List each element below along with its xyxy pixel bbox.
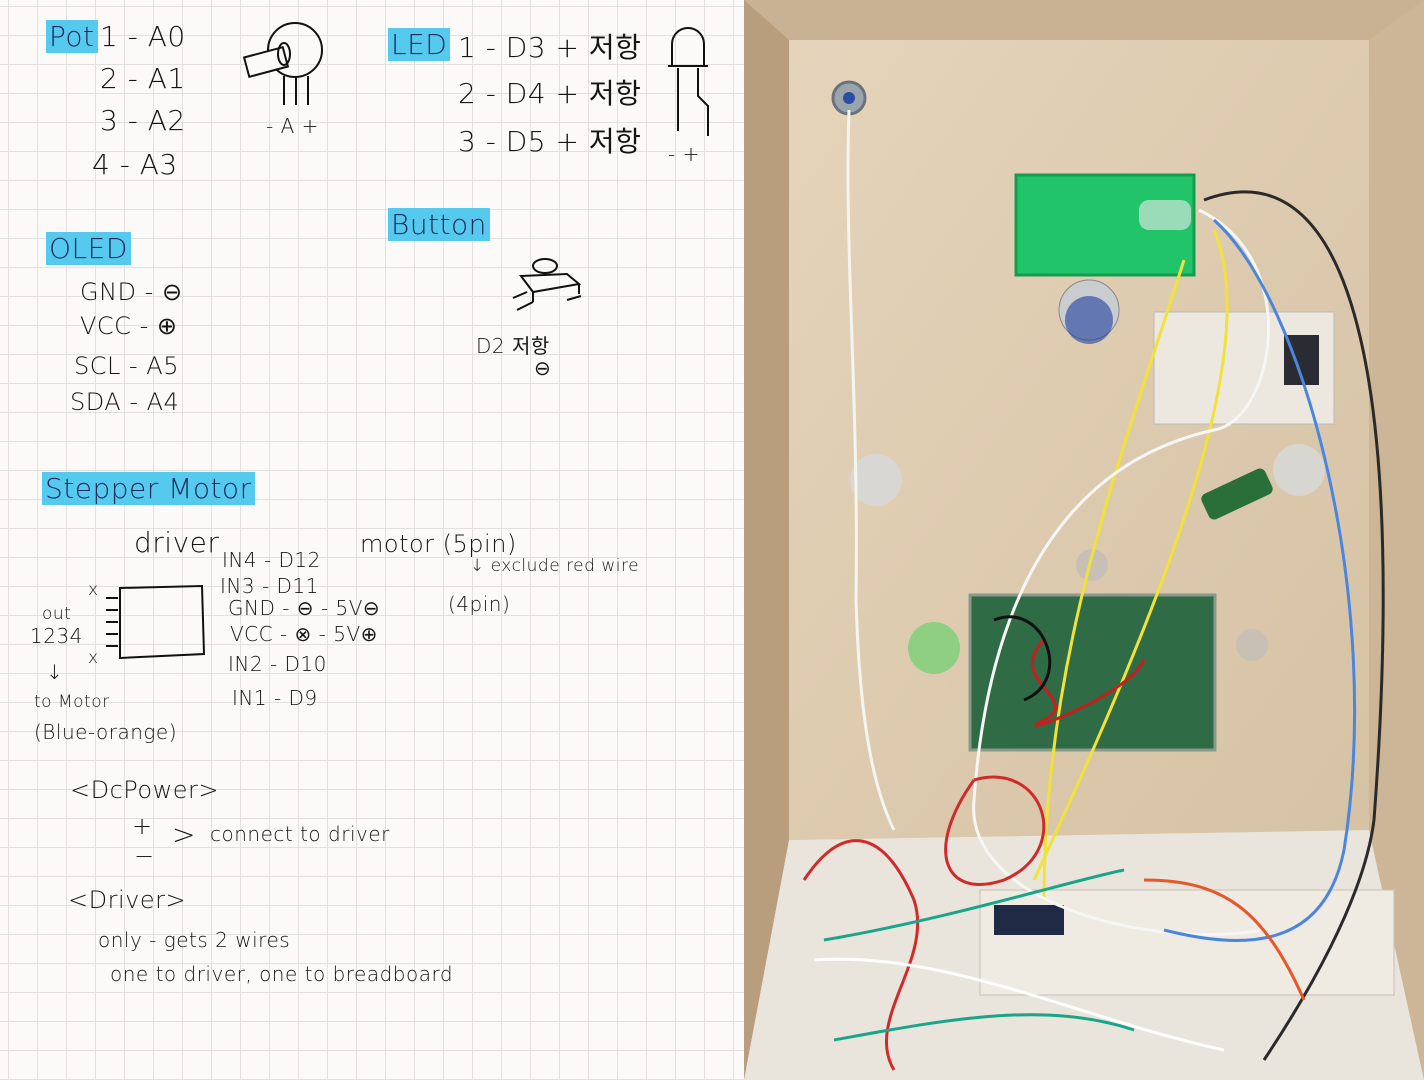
potentiometer: [1236, 629, 1268, 661]
bracket-sign: >: [172, 818, 196, 851]
handwritten-notes-page: Pot 1 - A0 2 - A1 3 - A2 4 - A3 - A + LE…: [0, 0, 744, 1080]
stepper-heading: Stepper Motor: [42, 472, 255, 505]
driver-pin: GND - ⊖ - 5V⊖: [228, 596, 381, 620]
oled-row: SCL - A5: [74, 352, 179, 380]
unused-pin-mark: x: [88, 648, 99, 668]
driver-pin: IN2 - D10: [228, 652, 327, 676]
pot-heading: Pot: [46, 20, 98, 53]
driver-board-sketch-icon: [106, 584, 206, 660]
oled-row: VCC - ⊕: [80, 312, 178, 340]
pot-row: 4 - A3: [92, 148, 178, 181]
button-ground-sign: ⊖: [534, 356, 552, 380]
pot-pin-labels: - A +: [266, 114, 319, 138]
led-row: 3 - D5 + 저항: [458, 125, 642, 158]
unused-pin-mark: x: [88, 580, 99, 600]
led-sketch-icon: [668, 27, 709, 136]
left-wall: [744, 0, 789, 1080]
driver-pin: IN1 - D9: [232, 686, 318, 710]
driver-note-line: one to driver, one to breadboard: [110, 962, 454, 986]
exclude-note: ↓ exclude red wire: [470, 556, 640, 576]
button-pin-label: D2 저항: [476, 334, 550, 358]
arduino-nano: [994, 905, 1064, 935]
wire-colors-label: (Blue-orange): [34, 720, 178, 744]
driver-pin: IN4 - D12: [222, 548, 321, 572]
dcpower-note: connect to driver: [210, 822, 390, 846]
driver-note-line: only - gets 2 wires: [98, 928, 291, 952]
fan-right: [1273, 444, 1325, 496]
motor-label: motor (5pin): [360, 530, 517, 558]
led-row: 1 - D3 + 저항: [458, 31, 642, 64]
pushbutton-sketch-icon: [512, 258, 582, 311]
oled-row: SDA - A4: [70, 388, 180, 416]
minus-sign: −: [134, 842, 155, 870]
led-heading: LED: [388, 28, 451, 61]
oled-heading: OLED: [46, 232, 131, 265]
motor-4pin-label: (4pin): [448, 592, 511, 616]
perfboard: [968, 593, 1217, 752]
fan-left: [850, 454, 902, 506]
wiring-box-photo: [744, 0, 1424, 1080]
led-pin-labels: - +: [668, 142, 700, 166]
right-wall: [1369, 0, 1424, 1080]
potentiometer: [1076, 549, 1108, 581]
pot-row: 3 - A2: [100, 104, 186, 137]
wiring-box-illustration: [744, 0, 1424, 1080]
led-row: 2 - D4 + 저항: [458, 77, 642, 110]
oled-row: GND - ⊖: [80, 278, 183, 306]
button-heading: Button: [388, 208, 490, 241]
potentiometer-sketch-icon: [242, 22, 323, 105]
dcpower-heading: <DcPower>: [70, 776, 219, 804]
driver-pin: IN3 - D11: [220, 574, 319, 598]
wires: [802, 109, 1385, 1071]
dc-jack: [1201, 468, 1273, 520]
plus-sign: +: [132, 812, 153, 840]
down-arrow: ↓: [46, 660, 64, 684]
out-label: out: [42, 604, 72, 624]
out-pins: 1234: [30, 624, 83, 648]
pot-row: 1 - A0: [100, 20, 186, 53]
driver-heading: <Driver>: [68, 886, 187, 914]
driver-label: driver: [134, 526, 220, 559]
green-knob: [908, 622, 960, 674]
pot-row: 2 - A1: [100, 62, 186, 95]
to-motor-label: to Motor: [34, 692, 110, 712]
driver-pin: VCC - ⊗ - 5V⊕: [230, 622, 378, 646]
